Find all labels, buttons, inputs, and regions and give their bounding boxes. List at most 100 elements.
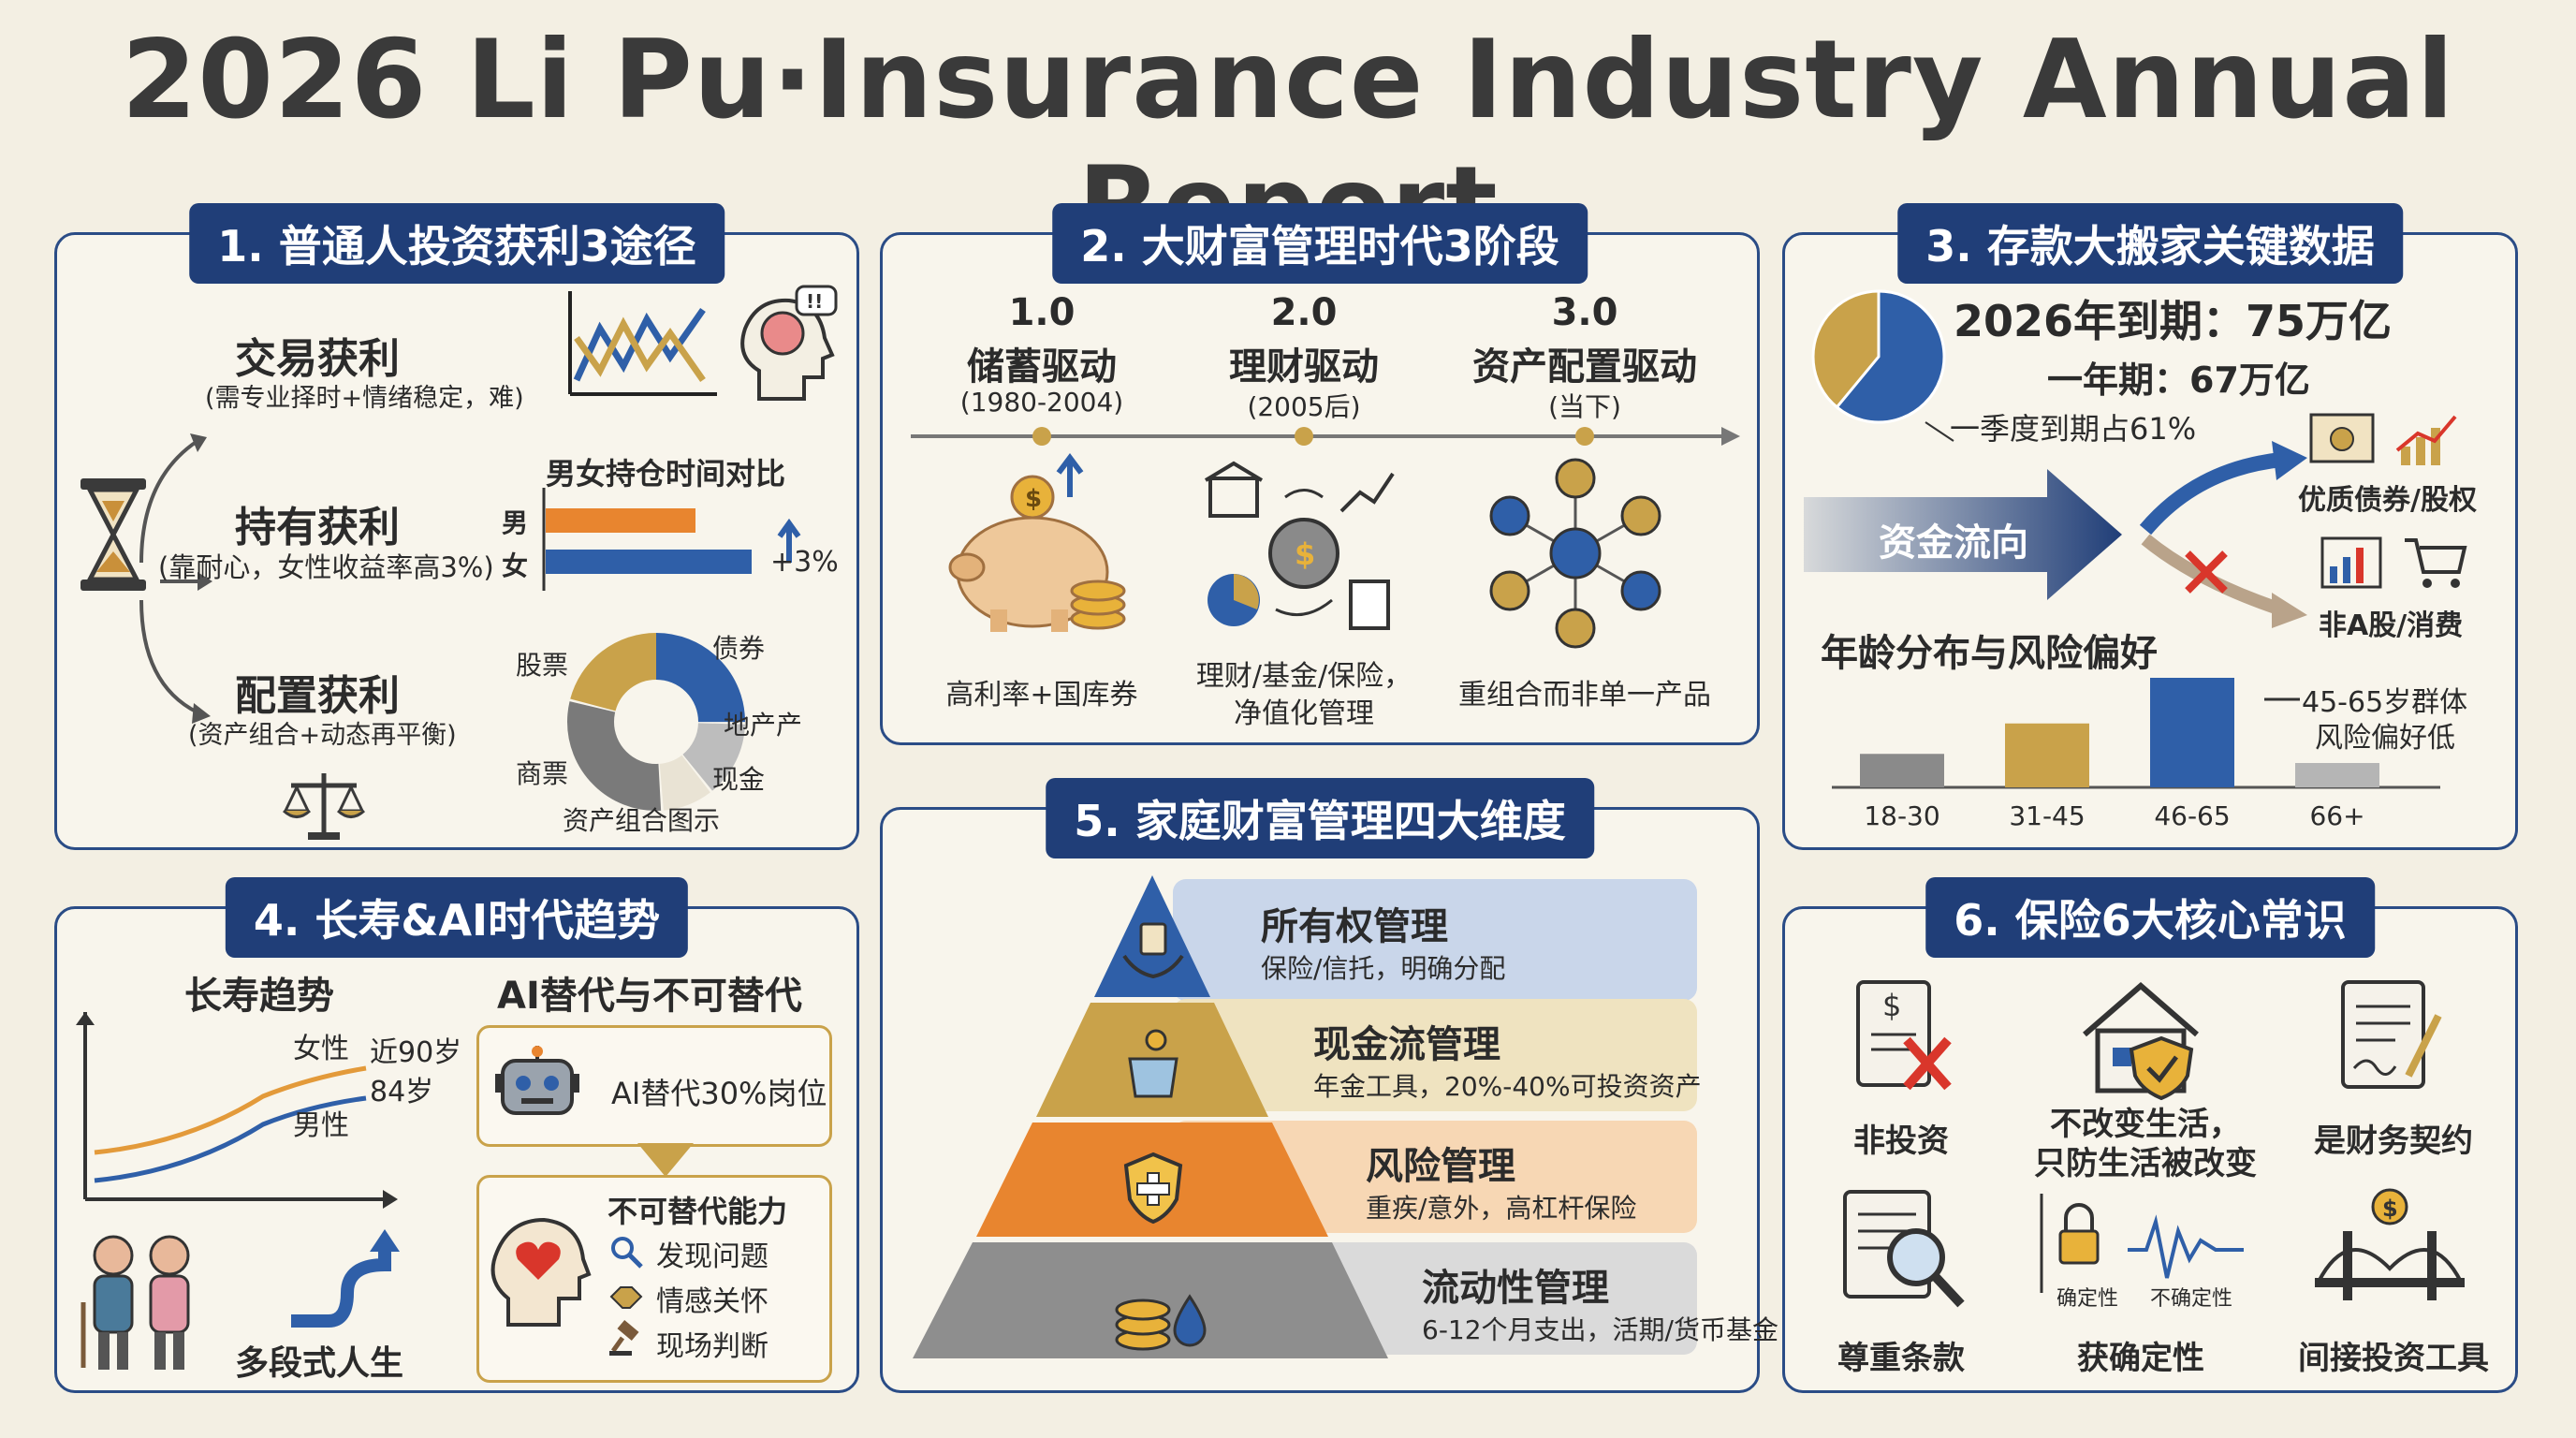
- certainty-chart-icon: [2040, 1194, 2244, 1293]
- branch-arrows: [139, 433, 212, 724]
- stage-3-name: 资产配置驱动: [1472, 345, 1697, 389]
- age-tick-label: 18-30: [1864, 800, 1939, 831]
- age-bar-18-30: [1860, 754, 1944, 787]
- flow-arrow: [1804, 469, 2122, 600]
- finance-cycle-icon: $: [1204, 461, 1395, 630]
- growth-chart-icon: [2395, 415, 2457, 465]
- robot-icon: [495, 1046, 579, 1115]
- bad-target: 非A股/消费: [2319, 609, 2464, 642]
- holding-chart-title: 男女持仓时间对比: [546, 456, 786, 492]
- hold-desc: (靠耐心，女性收益率高3%): [158, 551, 494, 583]
- stage-2-caption-2: 净值化管理: [1234, 697, 1374, 730]
- panel-investment-paths: 1. 普通人投资获利3途径 交易获利 (需专业择时+情绪稳定，难) 持有获利 (…: [54, 203, 859, 850]
- age-bar-66+: [2295, 763, 2379, 787]
- stage-1-version: 1.0: [1008, 291, 1076, 334]
- house-shield-icon: [2083, 982, 2199, 1101]
- delta-label: +3%: [770, 546, 839, 579]
- age-bar-31-45: [2005, 723, 2089, 787]
- basic-1: 非投资: [1853, 1123, 1949, 1160]
- age-bar-chart: 18-30 31-45 46-65 66+: [1832, 678, 2440, 831]
- panel-wealth-stages: 2. 大财富管理时代3阶段 1.0 储蓄驱动 (1980-2004) 2.0 理…: [880, 203, 1760, 745]
- age-tick-label: 46-65: [2154, 800, 2230, 831]
- stage-2-caption-1: 理财/基金/保险，: [1195, 660, 1412, 693]
- uncertain-label: 不确定性: [2150, 1287, 2233, 1311]
- panel-title: 2. 大财富管理时代3阶段: [1052, 203, 1588, 284]
- holding-bars: [542, 488, 801, 591]
- brain-head-icon: !!: [740, 285, 838, 401]
- stage-1-caption: 高利率+国库券: [945, 679, 1138, 712]
- donut-label-stock: 股票: [516, 650, 569, 681]
- donut-label-bond: 债券: [712, 633, 766, 664]
- panel-title: 4. 长寿&AI时代趋势: [225, 877, 689, 958]
- down-arrow: [637, 1143, 694, 1177]
- hourglass-icon: [80, 478, 146, 591]
- donut-caption: 资产组合图示: [563, 805, 721, 836]
- ai-title: AI替代与不可替代: [497, 975, 802, 1018]
- coins-drop-icon: [1115, 1294, 1207, 1351]
- female-series-label: 女性: [293, 1033, 349, 1065]
- deposit-headline: 2026年到期：75万亿: [1954, 296, 2393, 346]
- basic-2-line2: 只防生活被改变: [2034, 1145, 2257, 1182]
- stage-2-version: 2.0: [1270, 291, 1338, 334]
- stage-1-name: 储蓄驱动: [967, 345, 1117, 389]
- donut-label-bill: 商票: [516, 758, 569, 789]
- male-series-label: 男性: [293, 1109, 349, 1142]
- config-title: 配置获利: [235, 672, 400, 720]
- bucket-coin-icon: [1128, 1029, 1178, 1098]
- basic-3: 是财务契约: [2314, 1123, 2473, 1160]
- age-tick-label: 66+: [2309, 800, 2364, 831]
- level-3-desc: 重疾/意外，高杠杆保险: [1366, 1193, 1637, 1224]
- male-age: 84岁: [370, 1076, 434, 1108]
- female-age: 近90岁: [370, 1036, 462, 1069]
- svg-text:$: $: [1882, 988, 1901, 1023]
- svg-text:!!: !!: [806, 290, 823, 313]
- male-label: 男: [502, 507, 529, 538]
- magnifier-icon: [611, 1237, 643, 1269]
- stage-2-period: (2005后): [1247, 391, 1361, 422]
- level-4-name: 流动性管理: [1422, 1267, 1609, 1310]
- no-investment-icon: $: [1856, 980, 1952, 1091]
- shopping-cart-icon: [2405, 538, 2467, 588]
- trade-desc: (需专业择时+情绪稳定，难): [205, 384, 524, 413]
- stage-1-period: (1980-2004): [959, 387, 1124, 418]
- female-label: 女: [502, 550, 529, 581]
- bad-flow-arrow: [2141, 534, 2307, 628]
- stage-2-name: 理财驱动: [1229, 345, 1379, 389]
- config-desc: (资产组合+动态再平衡): [188, 721, 457, 750]
- stage-3-version: 3.0: [1551, 291, 1618, 334]
- svg-text:$: $: [2382, 1196, 2398, 1222]
- bridge-coin-icon: $: [2315, 1188, 2465, 1300]
- hold-title: 持有获利: [235, 504, 400, 551]
- trade-title: 交易获利: [235, 335, 400, 383]
- age-bar-46-65: [2150, 678, 2234, 787]
- svg-text:$: $: [1025, 485, 1042, 513]
- donut-label-cash: 现金: [712, 764, 766, 795]
- deposit-one-year: 一年期：67万亿: [2047, 360, 2310, 401]
- handshake-icon: [609, 1286, 643, 1309]
- balance-scale-icon: [282, 773, 366, 840]
- deposit-pie: [1811, 289, 1954, 442]
- asset-donut: [567, 633, 745, 811]
- age-note-2: 风险偏好低: [2315, 722, 2455, 755]
- age-tick-label: 31-45: [2009, 800, 2085, 831]
- stage-3-period: (当下): [1548, 391, 1621, 422]
- ability-3: 现场判断: [656, 1330, 768, 1363]
- certain-label: 确定性: [2056, 1287, 2119, 1311]
- basic-2-line1: 不改变生活，: [2050, 1106, 2241, 1143]
- level-1-name: 所有权管理: [1261, 905, 1448, 948]
- panel-insurance-basics: 6. 保险6大核心常识 $ 非投资 不改变生活， 只防生活被改变 是财务契约 尊…: [1782, 877, 2518, 1393]
- heart-head-icon: [490, 1217, 592, 1327]
- level-4-desc: 6-12个月支出，活期/货币基金: [1422, 1314, 1778, 1345]
- level-2-name: 现金流管理: [1313, 1023, 1500, 1066]
- male-bar: [546, 508, 695, 533]
- magnifier-document-icon: [1843, 1190, 1965, 1308]
- level-2-desc: 年金工具，20%-40%可投资资产: [1313, 1071, 1702, 1102]
- flow-label: 资金流向: [1879, 521, 2028, 565]
- ability-1: 发现问题: [656, 1240, 768, 1273]
- panel-title: 1. 普通人投资获利3途径: [189, 203, 724, 284]
- contract-icon: [2341, 980, 2442, 1089]
- ai-replace-text: AI替代30%岗位: [611, 1076, 827, 1111]
- bar-chart-icon: [2320, 536, 2382, 589]
- timeline: [911, 427, 1740, 446]
- level-3-name: 风险管理: [1366, 1145, 1515, 1188]
